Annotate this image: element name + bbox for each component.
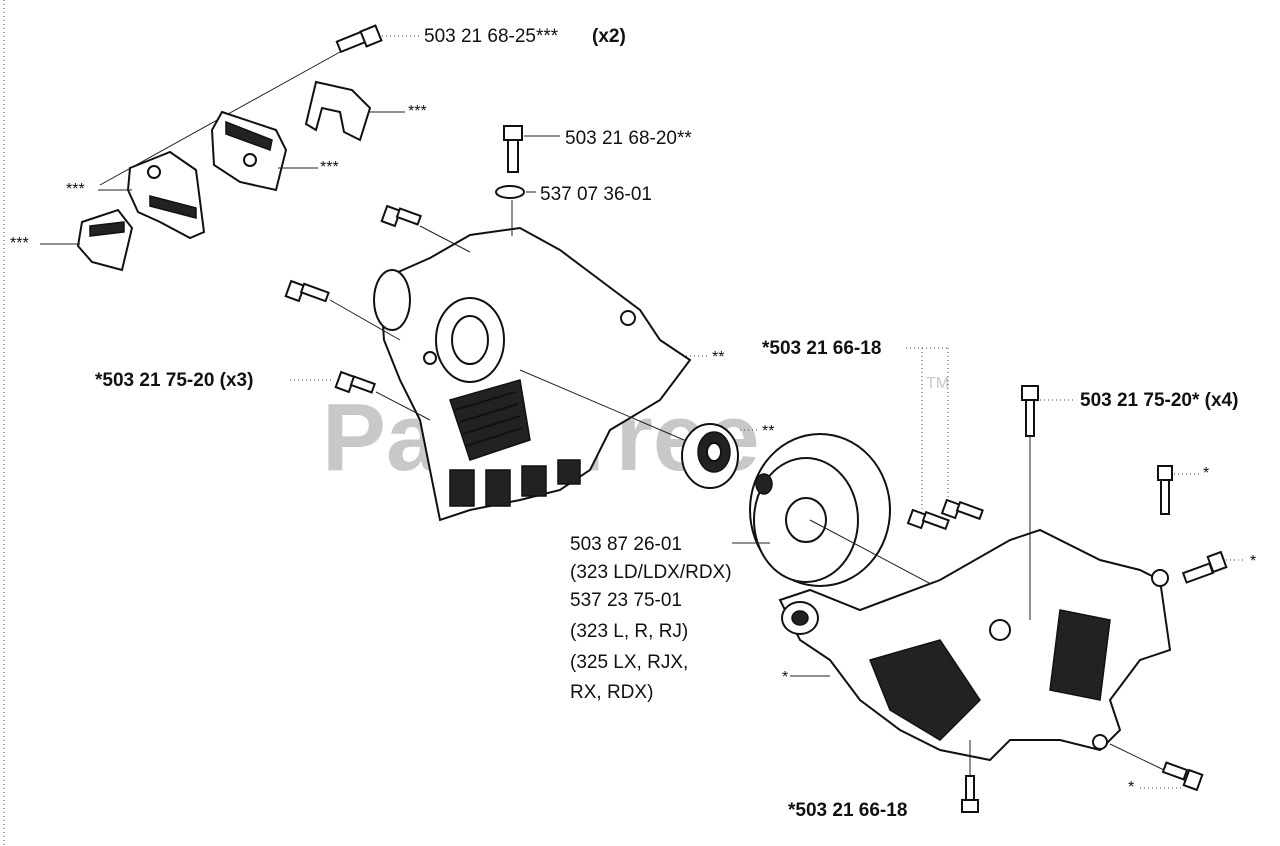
housing-screw-top[interactable] — [380, 204, 422, 228]
label-right-bolt-marker-1: * — [1203, 465, 1209, 482]
leader-screw-mid — [329, 299, 401, 341]
label-screw-66-top: *503 21 66-18 — [762, 338, 881, 359]
leader-screw-low-axis — [375, 391, 431, 421]
label-screw-20: 503 21 68-20** — [565, 128, 692, 149]
top-bolt[interactable] — [335, 24, 383, 54]
label-clutch-line5: (325 LX, RJX, — [570, 652, 688, 673]
housing-screw-mid[interactable] — [284, 279, 330, 303]
washer-part[interactable] — [495, 185, 525, 199]
right-bolt-2[interactable] — [1181, 550, 1228, 584]
bottom-right-screw[interactable] — [1161, 761, 1204, 792]
label-clutch-line2: (323 LD/LDX/RDX) — [570, 562, 732, 583]
leader-bottom-right-axis — [1109, 743, 1165, 771]
clutch-drum-part[interactable] — [749, 433, 891, 587]
label-housing-marker: ** — [712, 349, 724, 366]
label-bearing-marker: ** — [762, 423, 774, 440]
screw-66-bottom-part[interactable] — [961, 775, 979, 813]
screw-66-top-part-b[interactable] — [940, 498, 984, 521]
label-clutch-line6: RX, RDX) — [570, 682, 653, 703]
screw-20-part[interactable] — [503, 125, 523, 173]
label-clutch-line3: 537 23 75-01 — [570, 590, 682, 611]
label-screw-66-bottom: *503 21 66-18 — [788, 800, 907, 821]
housing-screw-low[interactable] — [334, 370, 376, 394]
leader-bearing-axis — [519, 369, 685, 441]
housing-part[interactable] — [373, 226, 692, 522]
label-clamp-far-left-marker: *** — [10, 235, 29, 252]
label-clamp-top-marker: *** — [408, 103, 427, 120]
watermark-trademark: TM — [926, 375, 949, 392]
right-bolt-1[interactable] — [1157, 465, 1173, 515]
label-clamp-mid-marker: *** — [320, 159, 339, 176]
screw-66-top-part-a[interactable] — [906, 508, 950, 531]
label-clamp-left-marker: *** — [66, 181, 85, 198]
label-left-screws: *503 21 75-20 (x3) — [95, 370, 253, 391]
crankcase-part[interactable] — [778, 528, 1172, 762]
label-clutch-line1: 503 87 26-01 — [570, 534, 682, 555]
clamp-far-left-part[interactable] — [76, 208, 134, 272]
label-clutch-line4: (323 L, R, RJ) — [570, 621, 688, 642]
label-right-bolt-marker-2: * — [1250, 553, 1256, 570]
clamp-top-part[interactable] — [304, 80, 372, 142]
label-crankcase-marker: * — [782, 669, 788, 686]
bearing-part[interactable] — [681, 423, 739, 489]
label-bolt-top-qty: (x2) — [592, 26, 626, 47]
clamp-mid-part[interactable] — [210, 110, 288, 192]
label-right-screws: 503 21 75-20* (x4) — [1080, 390, 1238, 411]
label-bolt-top: 503 21 68-25*** — [424, 26, 559, 47]
leader-screw-top — [419, 225, 471, 253]
label-washer: 537 07 36-01 — [540, 184, 652, 205]
label-bottom-right-marker: * — [1128, 779, 1134, 796]
right-vertical-bolt[interactable] — [1021, 385, 1039, 437]
clamp-left-part[interactable] — [126, 150, 206, 240]
